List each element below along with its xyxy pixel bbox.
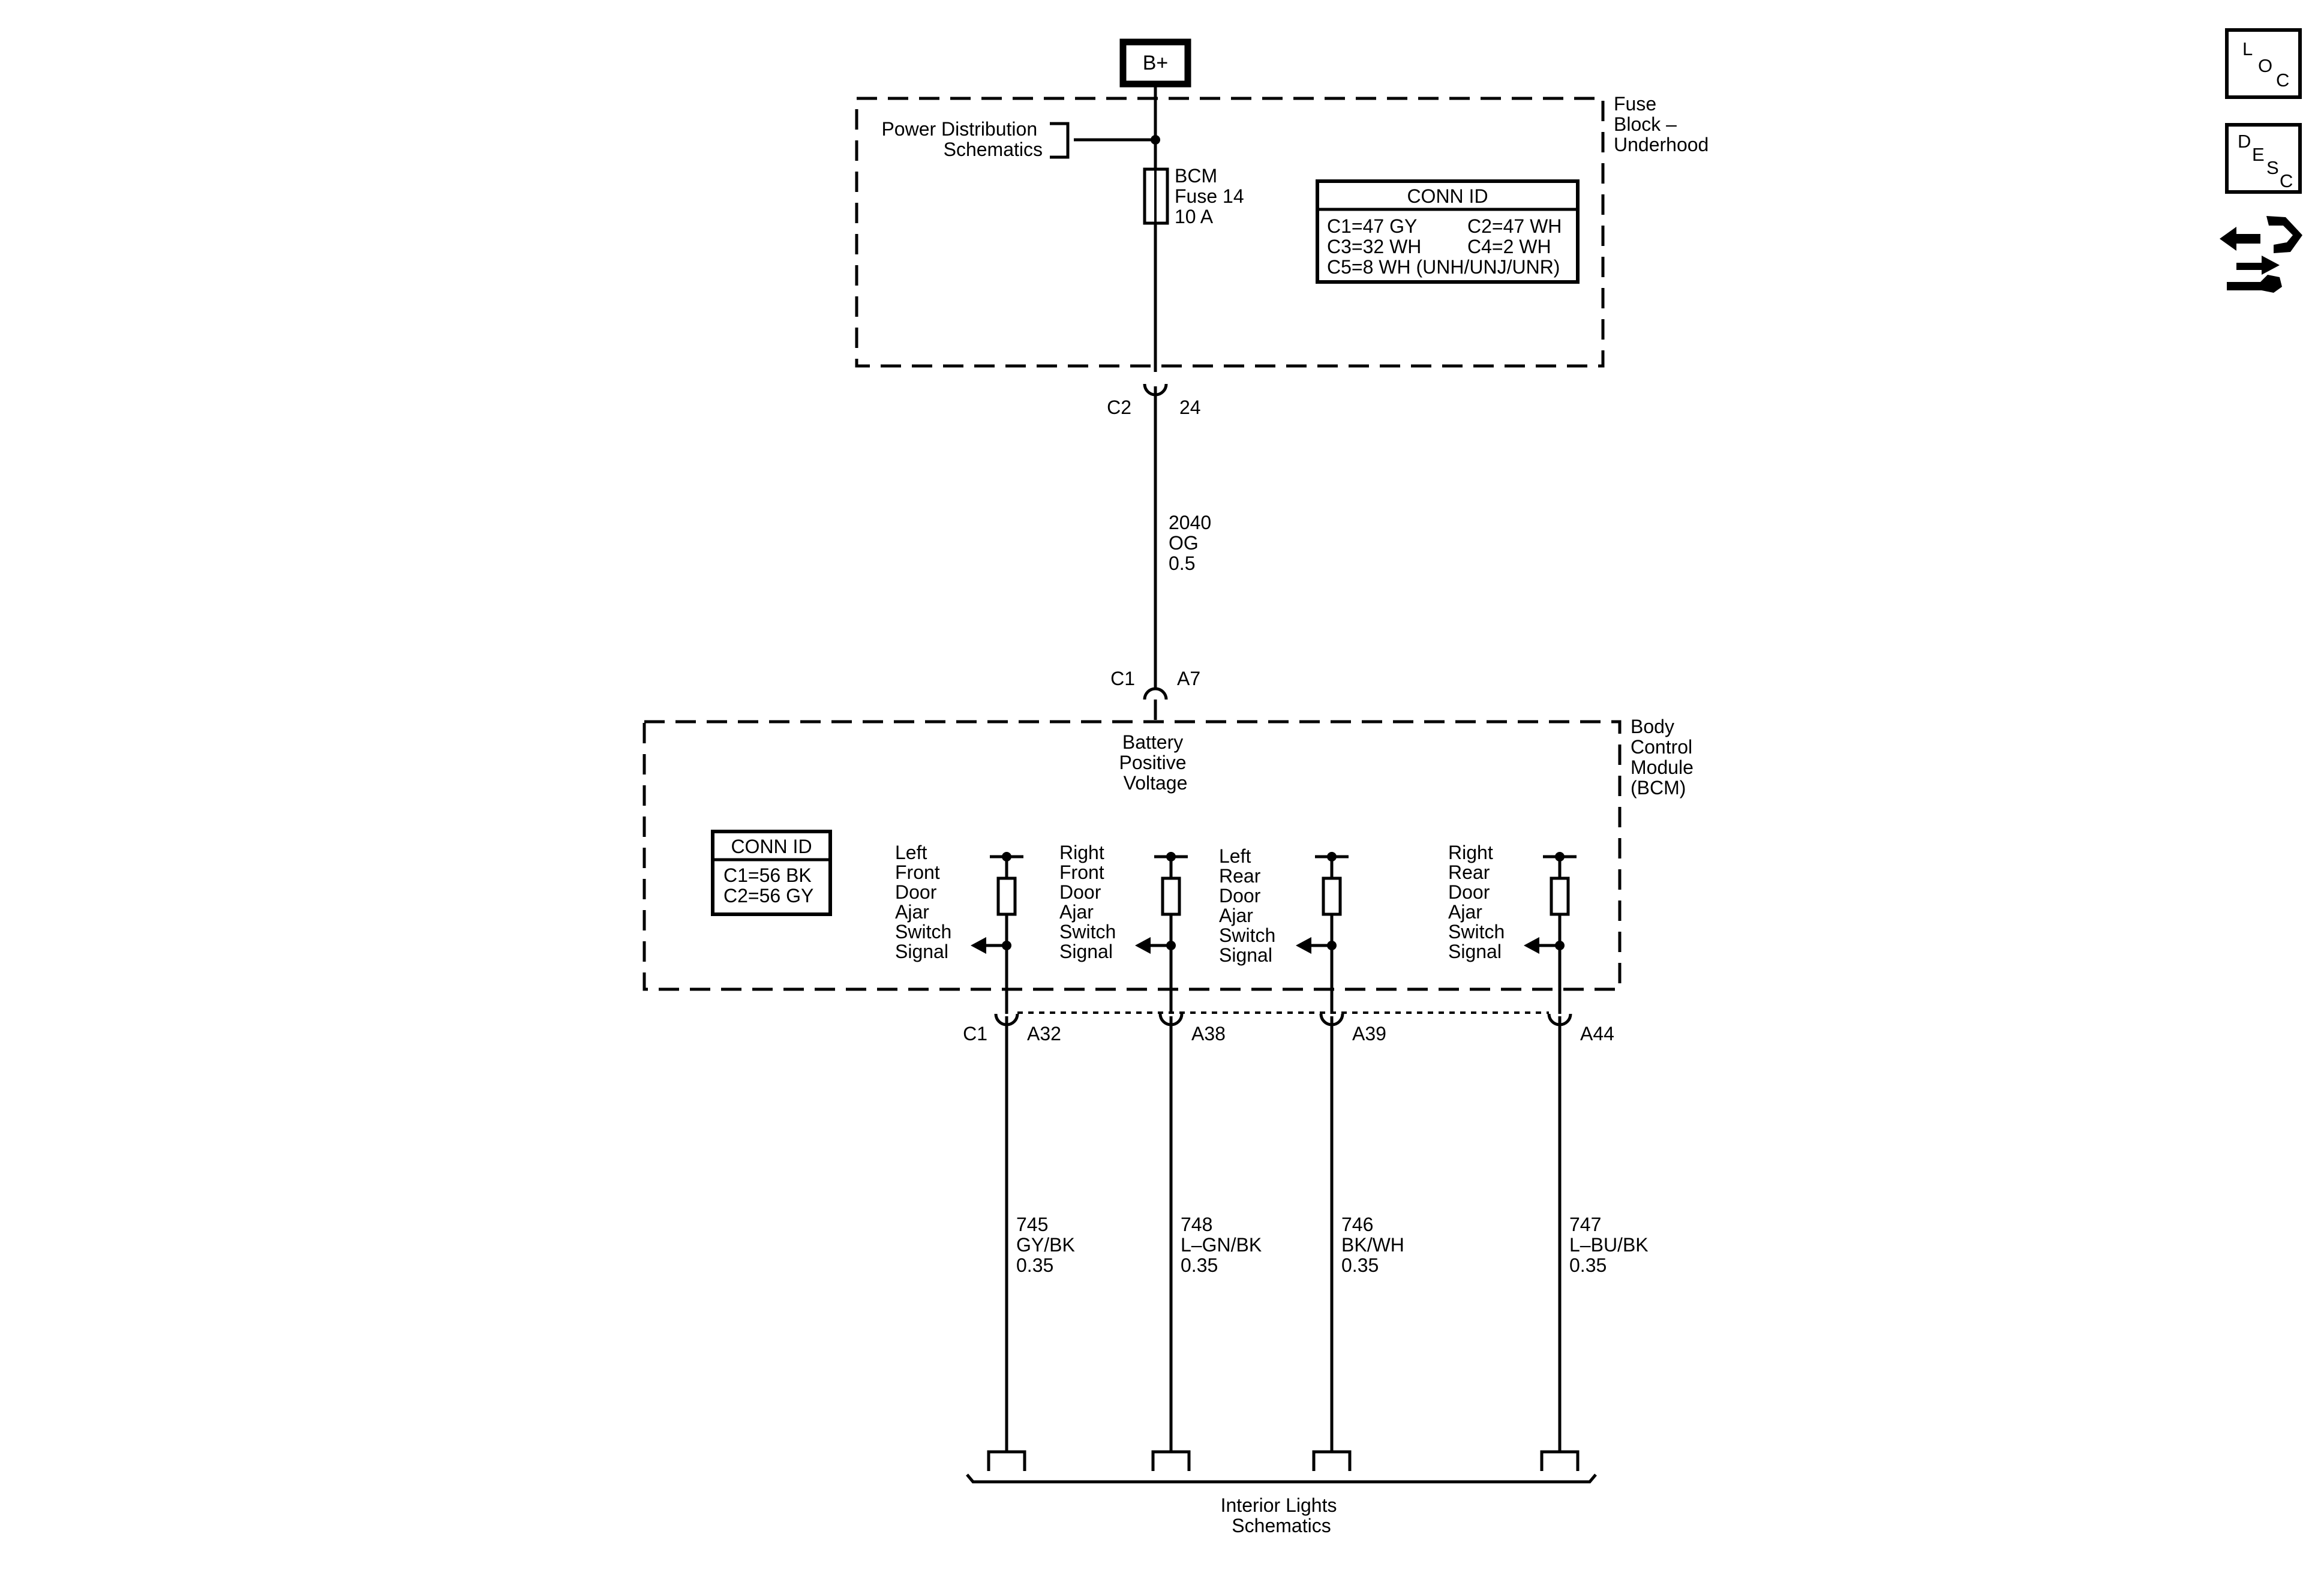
destination-label: Interior Lights Schematics (1221, 1494, 1343, 1536)
svg-text:Left Front Door: Left Front Door Ajar Switch Signal (895, 842, 957, 962)
bcm-name: Body Control Module (BCM) (1631, 716, 1699, 798)
conn-id-cell: C4=2 WH (1467, 236, 1551, 257)
conn-id-cell: C2=47 WH (1467, 215, 1562, 237)
bcm-output-connector-label: C1 (963, 1023, 987, 1044)
svg-text:C: C (2280, 170, 2293, 191)
fuse-block-connector-c2: C2 24 (1107, 383, 1201, 689)
feed-wire-label: 2040 OG 0.5 (1169, 512, 1217, 574)
conn-id-cell: C1=47 GY (1327, 215, 1417, 237)
svg-text:L: L (2242, 38, 2253, 59)
battery-positive-source: B+ (1119, 38, 1191, 88)
bcm-connector-c1-a7: C1 A7 (1110, 668, 1200, 720)
switch-signal-right-front: Right Front Door Ajar Switch Signal (1059, 842, 1188, 1026)
pin-label: A38 (1191, 1023, 1226, 1044)
svg-text:24: 24 (1179, 397, 1201, 418)
svg-text:E: E (2252, 144, 2265, 165)
svg-text:C1: C1 (1110, 668, 1135, 689)
svg-text:D: D (2238, 131, 2251, 152)
conn-id-title: CONN ID (1407, 185, 1488, 207)
switch-signal-left-rear: Left Rear Door Ajar Switch Signal (1219, 845, 1349, 1026)
bcm-conn-id-table: CONN ID C1=56 BK C2=56 GY (711, 830, 832, 916)
bcm-input-label: Battery Positive Voltage (1119, 731, 1192, 794)
switch-signal-right-rear: Right Rear Door Ajar Switch Signal (1448, 842, 1577, 1026)
bcm-outline (642, 720, 1622, 991)
conn-id-title: CONN ID (731, 836, 812, 857)
svg-text:Left Rear Door: Left Rear Door Ajar Switch Signal (1219, 845, 1281, 966)
pin-label: A32 (1027, 1023, 1061, 1044)
wire-label-748: 748 L–GN/BK 0.35 (1181, 1214, 1267, 1276)
conn-id-cell: C3=32 WH (1327, 236, 1421, 257)
wire-label-746: 746 BK/WH 0.35 (1341, 1214, 1410, 1276)
conn-id-cell: C5=8 WH (UNH/UNJ/UNR) (1327, 256, 1560, 278)
switch-signal-left-front: Left Front Door Ajar Switch Signal (895, 842, 1023, 1026)
loc-icon[interactable]: L O C (2225, 28, 2302, 99)
wire-label-745: 745 GY/BK 0.35 (1016, 1214, 1080, 1276)
svg-text:BCM Fuse 14 10 A: BCM Fuse 14 10 A (1175, 165, 1250, 227)
destination-bracket (966, 1473, 1597, 1484)
bcm-fuse-14: BCM Fuse 14 10 A (1143, 165, 1250, 227)
fuse-block-conn-id-table: CONN ID C1=47 GY C2=47 WH C3=32 WH C4=2 … (1316, 179, 1580, 284)
svg-text:Right Rear Door: Right Rear Door Ajar Switch Signal (1448, 842, 1510, 962)
fuse-block-name: Fuse Block – Underhood (1614, 93, 1709, 155)
svg-text:C2: C2 (1107, 397, 1131, 418)
svg-text:Right Front Door: Right Front Door Ajar Switch Signal (1059, 842, 1121, 962)
conn-id-cell: C2=56 GY (723, 885, 813, 906)
desc-icon[interactable]: D E S C (2225, 123, 2302, 194)
conn-id-cell: C1=56 BK (723, 864, 812, 886)
power-source-label: B+ (1143, 52, 1169, 74)
svg-text:O: O (2258, 55, 2272, 76)
pin-label: A44 (1580, 1023, 1614, 1044)
svg-text:Power Distribution Schem: Power Distribution Schematics (881, 118, 1043, 160)
svg-text:S: S (2266, 157, 2279, 178)
svg-text:A7: A7 (1177, 668, 1200, 689)
destination-connectors (987, 1450, 1580, 1471)
connector-tool-icon[interactable] (2220, 216, 2302, 293)
svg-text:C: C (2276, 70, 2289, 91)
wire-label-747: 747 L–BU/BK 0.35 (1569, 1214, 1654, 1276)
fuse-block-outline (855, 97, 1605, 368)
power-distribution-ref: Power Distribution Schematics (881, 118, 1155, 160)
pin-label: A39 (1352, 1023, 1386, 1044)
